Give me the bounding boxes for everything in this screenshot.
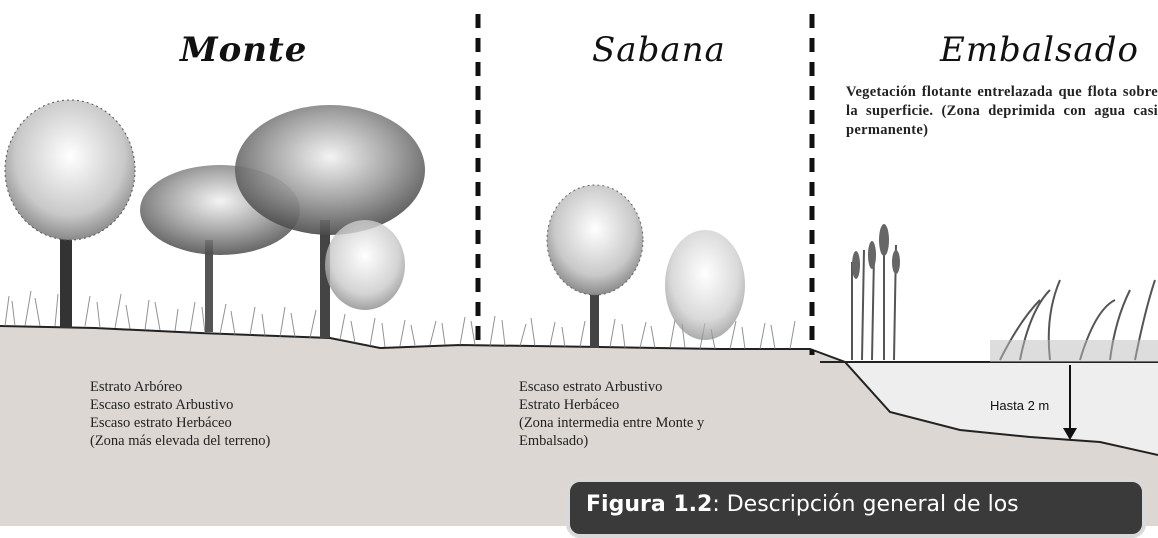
zone-title-embalsado: Embalsado (940, 30, 1139, 70)
depth-arrow (1063, 365, 1077, 440)
sabana-trees (546, 184, 745, 348)
depth-label: Hasta 2 m (990, 398, 1050, 413)
landscape-diagram (0, 14, 1158, 526)
terrain-line (0, 325, 1158, 456)
sabana-description: Escaso estrato Arbustivo Estrato Herbáce… (519, 378, 704, 450)
monte-description: Estrato Arbóreo Escaso estrato Arbustivo… (90, 378, 270, 450)
caption-text: : Descripción general de los (712, 492, 1019, 517)
monte-line: Escaso estrato Herbáceo (90, 415, 232, 431)
monte-line: Escaso estrato Arbustivo (90, 397, 234, 413)
zone-title-monte: Monte (180, 30, 308, 70)
figure-caption: Figura 1.2: Descripción general de los (566, 478, 1146, 538)
sabana-line: Escaso estrato Arbustivo (519, 379, 663, 395)
sabana-line: Estrato Herbáceo (519, 397, 620, 413)
embalsado-vegetation (851, 224, 1158, 362)
sabana-line: (Zona intermedia entre Monte y (519, 415, 705, 431)
monte-line: (Zona más elevada del terreno) (90, 433, 271, 449)
monte-line: Estrato Arbóreo (90, 379, 183, 395)
caption-label: Figura 1.2 (586, 492, 713, 517)
water-area (845, 362, 1158, 455)
zone-title-sabana: Sabana (592, 30, 726, 70)
embalsado-description: Vegetación flotante entrelazada que flot… (846, 84, 1158, 138)
sabana-line: Embalsado) (519, 433, 589, 449)
grass-band (4, 290, 796, 350)
monte-trees (4, 99, 425, 338)
